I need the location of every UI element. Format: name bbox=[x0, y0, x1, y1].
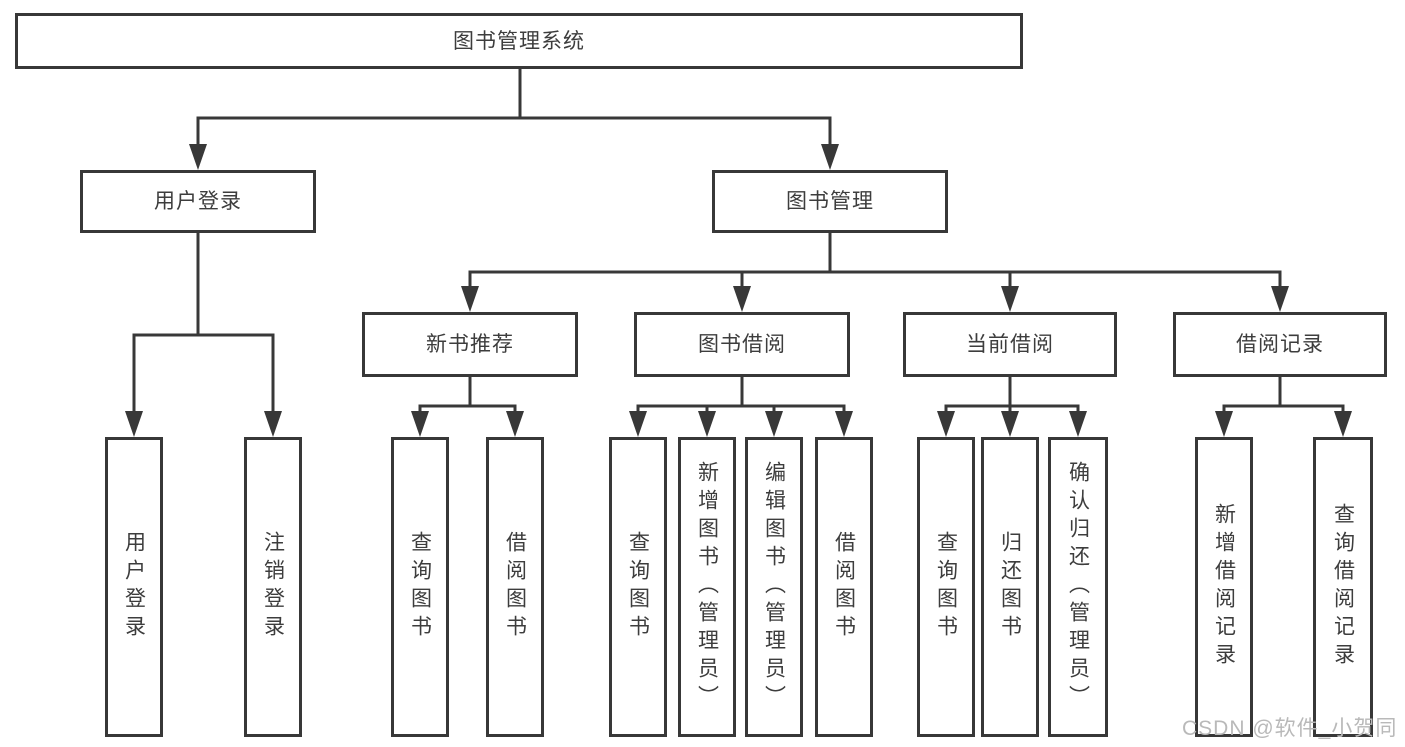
leaf-cb-return-books: 归还图书 bbox=[981, 437, 1039, 737]
arrowhead-icon bbox=[765, 411, 783, 437]
node-library-system: 图书管理系统 bbox=[15, 13, 1023, 69]
node-label: 查询借阅记录 bbox=[1331, 503, 1355, 671]
connector-root-to-level2 bbox=[189, 67, 839, 170]
arrowhead-icon bbox=[1215, 411, 1233, 437]
node-label: 用户登录 bbox=[154, 190, 242, 213]
arrowhead-icon bbox=[835, 411, 853, 437]
connector-book-borrowing-to-leaves bbox=[629, 377, 853, 437]
node-label: 归还图书 bbox=[998, 531, 1022, 643]
arrowhead-icon bbox=[189, 144, 207, 170]
node-label: 图书管理 bbox=[786, 190, 874, 213]
node-label: 新增借阅记录 bbox=[1212, 503, 1236, 671]
leaf-br-query-record: 查询借阅记录 bbox=[1313, 437, 1373, 737]
connector-borrowing-records-to-leaves bbox=[1215, 377, 1352, 437]
node-label: 查询图书 bbox=[408, 531, 432, 643]
connector-current-borrowing-to-leaves bbox=[937, 377, 1087, 437]
leaf-bb-add-books-admin: 新增图书（管理员） bbox=[678, 437, 736, 737]
arrowhead-icon bbox=[1001, 411, 1019, 437]
node-label: 确认归还（管理员） bbox=[1066, 461, 1090, 713]
arrowhead-icon bbox=[506, 411, 524, 437]
node-label: 查询图书 bbox=[626, 531, 650, 643]
leaf-cb-query-books: 查询图书 bbox=[917, 437, 975, 737]
connector-new-book-recommendation-to-leaves bbox=[411, 377, 524, 437]
node-user-login: 用户登录 bbox=[80, 170, 316, 233]
node-current-borrowing: 当前借阅 bbox=[903, 312, 1117, 377]
node-book-management: 图书管理 bbox=[712, 170, 948, 233]
arrowhead-icon bbox=[821, 144, 839, 170]
node-label: 图书借阅 bbox=[698, 333, 786, 356]
arrowhead-icon bbox=[937, 411, 955, 437]
leaf-bb-borrow-books: 借阅图书 bbox=[815, 437, 873, 737]
node-label: 用户登录 bbox=[122, 531, 146, 643]
arrowhead-icon bbox=[1271, 286, 1289, 312]
arrowhead-icon bbox=[1334, 411, 1352, 437]
node-label: 编辑图书（管理员） bbox=[762, 461, 786, 713]
leaf-bb-query-books: 查询图书 bbox=[609, 437, 667, 737]
arrowhead-icon bbox=[264, 411, 282, 437]
arrowhead-icon bbox=[629, 411, 647, 437]
leaf-br-add-record: 新增借阅记录 bbox=[1195, 437, 1253, 737]
leaf-user-login: 用户登录 bbox=[105, 437, 163, 737]
node-label: 当前借阅 bbox=[966, 333, 1054, 356]
leaf-nbr-borrow-books: 借阅图书 bbox=[486, 437, 544, 737]
node-label: 注销登录 bbox=[261, 531, 285, 643]
arrowhead-icon bbox=[461, 286, 479, 312]
arrowhead-icon bbox=[1001, 286, 1019, 312]
arrowhead-icon bbox=[698, 411, 716, 437]
node-label: 图书管理系统 bbox=[453, 29, 585, 53]
arrowhead-icon bbox=[733, 286, 751, 312]
csdn-watermark: CSDN @软件_小贺同学 bbox=[1182, 717, 1398, 740]
node-label: 借阅图书 bbox=[832, 531, 856, 643]
arrowhead-icon bbox=[125, 411, 143, 437]
leaf-nbr-query-books: 查询图书 bbox=[391, 437, 449, 737]
node-label: 新增图书（管理员） bbox=[695, 461, 719, 713]
arrowhead-icon bbox=[1069, 411, 1087, 437]
leaf-logout-login: 注销登录 bbox=[244, 437, 302, 737]
node-label: 借阅记录 bbox=[1236, 333, 1324, 356]
node-label: 借阅图书 bbox=[503, 531, 527, 643]
connector-book-management-to-level3 bbox=[461, 233, 1289, 312]
node-new-book-recommendation: 新书推荐 bbox=[362, 312, 578, 377]
leaf-bb-edit-books-admin: 编辑图书（管理员） bbox=[745, 437, 803, 737]
node-book-borrowing: 图书借阅 bbox=[634, 312, 850, 377]
node-label: 新书推荐 bbox=[426, 333, 514, 356]
connector-user-login-to-leaves bbox=[125, 233, 282, 437]
arrowhead-icon bbox=[411, 411, 429, 437]
node-borrowing-records: 借阅记录 bbox=[1173, 312, 1387, 377]
leaf-cb-confirm-return-admin: 确认归还（管理员） bbox=[1048, 437, 1108, 737]
node-label: 查询图书 bbox=[934, 531, 958, 643]
